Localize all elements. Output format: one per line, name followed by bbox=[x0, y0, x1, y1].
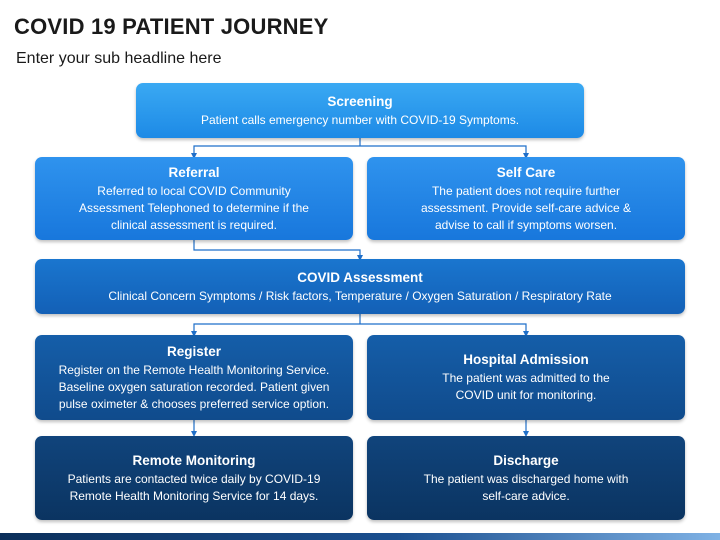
hospital-admission-heading: Hospital Admission bbox=[463, 352, 589, 367]
referral-box: Referral Referred to local COVID Communi… bbox=[35, 157, 353, 240]
discharge-heading: Discharge bbox=[493, 452, 559, 468]
connector-referral-to-assessment bbox=[193, 240, 363, 261]
remote-monitoring-text: Patients are contacted twice daily by CO… bbox=[67, 471, 321, 503]
remote-monitoring-box: Remote Monitoring Patients are contacted… bbox=[35, 436, 353, 520]
connector-to-self-care bbox=[360, 145, 529, 159]
page-title: COVID 19 PATIENT JOURNEY bbox=[14, 14, 329, 39]
referral-heading: Referral bbox=[168, 164, 220, 180]
bottom-accent-bar bbox=[0, 533, 720, 540]
screening-heading: Screening bbox=[327, 93, 393, 109]
self-care-box: Self Care The patient does not require f… bbox=[367, 157, 685, 240]
register-heading: Register bbox=[166, 343, 222, 359]
connector-to-register bbox=[191, 323, 360, 337]
covid-assessment-text: Clinical Concern Symptoms / Risk factors… bbox=[108, 288, 612, 303]
page-subtitle: Enter your sub headline here bbox=[16, 50, 222, 67]
screening-box: Screening Patient calls emergency number… bbox=[136, 83, 584, 138]
connector-to-hospital bbox=[360, 323, 529, 337]
covid-assessment-box: COVID Assessment Clinical Concern Sympto… bbox=[35, 259, 685, 314]
referral-text: Referred to local COVID Community Assess… bbox=[79, 183, 309, 232]
register-text: Register on the Remote Health Monitoring… bbox=[58, 362, 330, 411]
hospital-admission-box: Hospital Admission The patient was admit… bbox=[367, 335, 685, 420]
covid-assessment-heading: COVID Assessment bbox=[297, 269, 423, 285]
hospital-admission-text: The patient was admitted to the COVID un… bbox=[442, 371, 610, 402]
screening-text: Patient calls emergency number with COVI… bbox=[200, 112, 520, 127]
self-care-text: The patient does not require further ass… bbox=[420, 183, 632, 232]
discharge-text: The patient was discharged home with sel… bbox=[423, 471, 629, 503]
register-box: Register Register on the Remote Health M… bbox=[35, 335, 353, 420]
connector-to-referral bbox=[191, 145, 360, 159]
discharge-box: Discharge The patient was discharged hom… bbox=[367, 436, 685, 520]
remote-monitoring-heading: Remote Monitoring bbox=[132, 452, 256, 468]
self-care-heading: Self Care bbox=[496, 164, 556, 180]
